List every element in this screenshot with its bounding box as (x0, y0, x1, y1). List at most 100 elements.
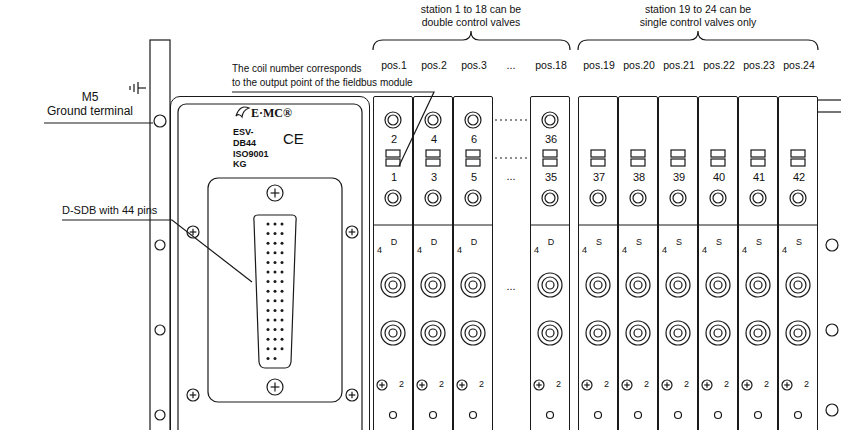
connector-pin (274, 309, 277, 312)
port-mark: 2 (439, 379, 451, 390)
connector-pin (281, 232, 284, 235)
port-fitting (634, 329, 642, 337)
port-mark: 2 (644, 379, 656, 390)
screw-slot (746, 382, 747, 388)
port-fitting (794, 281, 802, 289)
valve-station: pos.2434D2 (413, 96, 453, 430)
valve-divider (578, 224, 618, 225)
indicator-led (466, 150, 480, 157)
ground-terminal-label: M5 Ground terminal (40, 90, 140, 118)
manual-button (670, 190, 686, 206)
indicator-led (631, 150, 645, 157)
manifold-edge (818, 99, 841, 100)
port-fitting (469, 329, 477, 337)
valve-type-mark: S (633, 237, 645, 248)
connector-pin (281, 338, 284, 341)
port-fitting (714, 281, 722, 289)
connector-pin (274, 232, 277, 235)
port-fitting (429, 281, 437, 289)
connector-pin (274, 328, 277, 331)
port-fitting (670, 325, 686, 341)
port-fitting (542, 277, 558, 293)
indicator-led (791, 159, 805, 166)
end-plate-hole (826, 324, 838, 336)
valve-divider (698, 224, 738, 225)
port-mark: 4 (377, 245, 387, 256)
port-fitting (425, 325, 441, 341)
screw-slot (274, 383, 275, 392)
port-mark: 4 (742, 245, 752, 256)
module-frame (178, 104, 362, 430)
manual-button (790, 190, 806, 206)
indicator-led (591, 150, 605, 157)
coil-number: 41 (739, 171, 779, 184)
connector-label: D-SDB with 44 pins (62, 204, 182, 217)
connector-pin (267, 309, 270, 312)
valve-divider (778, 224, 818, 225)
fieldbus-module: E·MC®ESV-DB44 ISO9001 KGCE (170, 96, 370, 430)
port-fitting (586, 321, 610, 345)
leader-line (44, 122, 153, 123)
manual-button (388, 193, 398, 203)
station-position: pos.18 (526, 59, 576, 72)
manual-button (428, 115, 438, 125)
port-fitting (626, 321, 650, 345)
manual-button (425, 190, 441, 206)
manual-button (542, 112, 558, 128)
port-fitting (674, 281, 682, 289)
station-position: pos.19 (574, 59, 624, 72)
manual-button (753, 193, 763, 203)
connector-pin (281, 261, 284, 264)
brand-icon (236, 107, 249, 117)
coil-number: 39 (659, 171, 699, 184)
connector-pin (267, 338, 270, 341)
coil-number: 4 (414, 133, 454, 146)
manual-button (425, 112, 441, 128)
continuation-line (495, 157, 528, 158)
port-mark: 2 (399, 379, 411, 390)
indicator-led (671, 159, 685, 166)
port-fitting (385, 277, 401, 293)
port-mark: 4 (782, 245, 792, 256)
connector-pin (274, 261, 277, 264)
port-fitting (381, 273, 405, 297)
manual-button (593, 193, 603, 203)
port-fitting (786, 321, 810, 345)
port-fitting (381, 321, 405, 345)
screw (457, 380, 467, 390)
connector-pin (281, 242, 284, 245)
port-fitting (465, 325, 481, 341)
manifold-edge (818, 111, 841, 112)
connector-pin (267, 328, 270, 331)
coil-number: 35 (531, 171, 571, 184)
port-fitting (750, 325, 766, 341)
port-mark: 2 (479, 379, 491, 390)
screw-slot (586, 382, 587, 388)
port-mark: 2 (604, 379, 616, 390)
screw-slot (786, 382, 787, 388)
ellipsis: ... (496, 170, 526, 183)
screw-slot (666, 382, 667, 388)
port-fitting (538, 321, 562, 345)
indicator-led (711, 150, 725, 157)
coil-number: 36 (531, 133, 571, 146)
coil-note: The coil number corresponds to the outpu… (232, 62, 452, 90)
rail-hole (155, 240, 165, 250)
valve-station: pos.19374S2 (578, 96, 618, 430)
port-fitting (590, 325, 606, 341)
port-mark: 2 (724, 379, 736, 390)
valve-type-mark: S (793, 237, 805, 248)
connector-pin (274, 271, 277, 274)
coil-number: 42 (779, 171, 819, 184)
valve-station: pos.1214D2 (373, 96, 413, 430)
manual-button (465, 112, 481, 128)
connector-pin (274, 223, 277, 226)
connector-pin (281, 309, 284, 312)
station-note: station 1 to 18 can be double control va… (386, 3, 556, 29)
connector-plate (208, 178, 342, 402)
port-mark: 4 (702, 245, 712, 256)
model-text: ESV-DB44 ISO9001 KG (233, 127, 269, 170)
port-fitting (542, 325, 558, 341)
port-mark: 4 (622, 245, 632, 256)
indicator-led (751, 150, 765, 157)
